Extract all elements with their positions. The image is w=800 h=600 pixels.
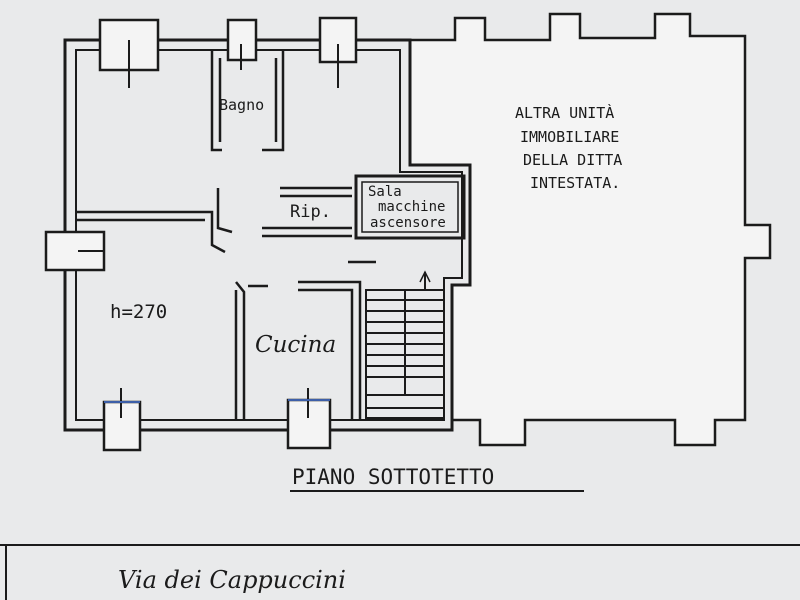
other-unit-line-4: INTESTATA.	[530, 174, 620, 192]
room-label-sala-macchine-1: Sala	[368, 184, 402, 200]
projection-marks	[78, 40, 339, 418]
staircase	[365, 270, 445, 419]
other-unit-line-2: IMMOBILIARE	[520, 128, 619, 146]
other-unit-outline	[408, 12, 772, 447]
room-height: h=270	[110, 301, 167, 323]
apartment-walls	[63, 38, 472, 432]
room-label-cucina: Cucina	[255, 332, 336, 358]
interior-walls	[76, 50, 466, 420]
room-label-sala-macchine-3: ascensore	[370, 215, 446, 231]
other-unit-line-1: ALTRA UNITÀ	[515, 103, 614, 122]
room-label-bagno: Bagno	[219, 96, 264, 114]
room-label-sala-macchine-2: macchine	[378, 199, 445, 215]
other-unit-line-3: DELLA DITTA	[523, 151, 622, 169]
street-name: Via dei Cappuccini	[118, 566, 346, 594]
floor-title: PIANO SOTTOTETTO	[292, 465, 494, 489]
room-label-ripostiglio: Rip.	[290, 202, 331, 222]
